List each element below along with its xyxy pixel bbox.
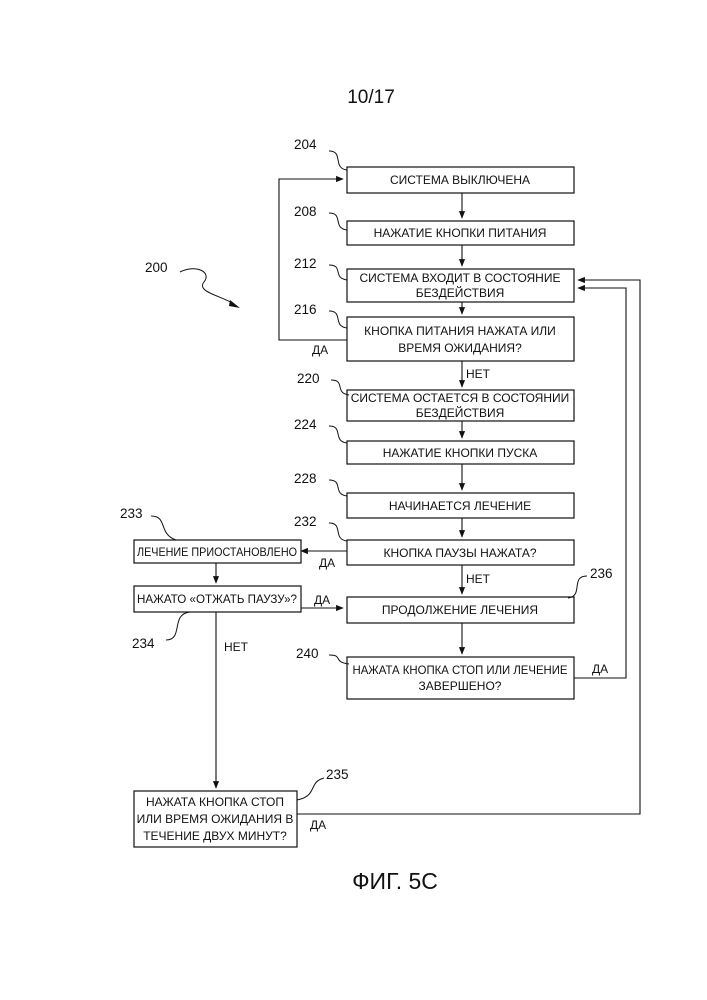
node-212-text-1: СИСТЕМА ВХОДИТ В СОСТОЯНИЕ [360,271,561,285]
node-236: ПРОДОЛЖЕНИЕ ЛЕЧЕНИЯ [347,597,574,623]
node-204: СИСТЕМА ВЫКЛЮЧЕНА [347,167,574,193]
leader-240 [329,655,349,664]
label-232-yes: ДА [319,556,335,570]
node-235-text-3: ТЕЧЕНИЕ ДВУХ МИНУТ? [143,829,287,843]
ref-235: 235 [326,767,349,782]
ref-236: 236 [590,566,613,581]
node-235-text-2: ИЛИ ВРЕМЯ ОЖИДАНИЯ В [137,812,294,826]
leader-232 [329,523,347,541]
node-240: НАЖАТА КНОПКА СТОП ИЛИ ЛЕЧЕНИЕ ЗАВЕРШЕНО… [347,657,574,699]
ref-208: 208 [294,204,317,219]
node-212-text-2: БЕЗДЕЙСТВИЯ [416,285,505,300]
node-233-text: ЛЕЧЕНИЕ ПРИОСТАНОВЛЕНО [137,545,297,559]
node-235-text-1: НАЖАТА КНОПКА СТОП [146,795,284,809]
leader-235 [297,778,324,800]
node-234: НАЖАТО «ОТЖАТЬ ПАУЗУ»? [134,586,301,612]
label-240-yes: ДА [592,662,608,676]
node-236-text: ПРОДОЛЖЕНИЕ ЛЕЧЕНИЯ [382,603,538,617]
node-220-text-1: СИСТЕМА ОСТАЕТСЯ В СОСТОЯНИИ [351,391,570,405]
ref-224: 224 [294,417,317,432]
leader-204 [329,151,347,170]
node-216-text-2: ВРЕМЯ ОЖИДАНИЯ? [398,341,522,355]
leader-212 [329,265,347,280]
label-235-yes: ДА [310,818,326,832]
node-216: КНОПКА ПИТАНИЯ НАЖАТА ИЛИ ВРЕМЯ ОЖИДАНИЯ… [347,317,574,361]
node-228: НАЧИНАЕТСЯ ЛЕЧЕНИЕ [347,493,574,518]
node-240-text-2: ЗАВЕРШЕНО? [419,679,502,693]
ref-232: 232 [294,514,317,529]
label-232-no: НЕТ [466,572,491,586]
node-220-text-2: БЕЗДЕЙСТВИЯ [416,405,505,420]
leader-216 [329,311,347,328]
ref-233: 233 [120,506,143,521]
node-233: ЛЕЧЕНИЕ ПРИОСТАНОВЛЕНО [134,540,301,563]
node-208-text: НАЖАТИЕ КНОПКИ ПИТАНИЯ [374,226,547,240]
page-number: 10/17 [347,87,395,108]
node-224: НАЖАТИЕ КНОПКИ ПУСКА [347,441,574,464]
node-235: НАЖАТА КНОПКА СТОП ИЛИ ВРЕМЯ ОЖИДАНИЯ В … [134,791,297,847]
node-240-text-1: НАЖАТА КНОПКА СТОП ИЛИ ЛЕЧЕНИЕ [353,663,568,677]
ref-228: 228 [294,471,317,486]
leader-236 [568,576,587,598]
label-216-no: НЕТ [466,367,491,381]
node-234-text: НАЖАТО «ОТЖАТЬ ПАУЗУ»? [137,592,297,606]
node-212: СИСТЕМА ВХОДИТ В СОСТОЯНИЕ БЕЗДЕЙСТВИЯ [347,269,574,302]
leader-233 [151,516,176,540]
ref-220: 220 [297,371,320,386]
ref-200: 200 [145,260,168,275]
node-208: НАЖАТИЕ КНОПКИ ПИТАНИЯ [347,221,574,245]
arrow-240-212 [574,288,626,678]
node-228-text: НАЧИНАЕТСЯ ЛЕЧЕНИЕ [389,499,531,513]
leader-220 [331,380,349,395]
ref-234: 234 [132,636,155,651]
leader-224 [329,426,347,443]
label-216-yes: ДА [312,343,328,357]
node-216-text-1: КНОПКА ПИТАНИЯ НАЖАТА ИЛИ [364,324,556,338]
figure-caption: ФИГ. 5С [352,868,438,894]
label-234-yes: ДА [314,593,330,607]
node-224-text: НАЖАТИЕ КНОПКИ ПУСКА [383,446,538,460]
leader-200 [180,269,234,304]
node-232: КНОПКА ПАУЗЫ НАЖАТА? [347,540,574,565]
leader-234 [166,612,190,640]
ref-240: 240 [296,646,319,661]
node-204-text: СИСТЕМА ВЫКЛЮЧЕНА [390,173,530,187]
ref-216: 216 [294,302,317,317]
ref-212: 212 [294,256,317,271]
leader-208 [329,213,347,230]
node-232-text: КНОПКА ПАУЗЫ НАЖАТА? [383,546,536,560]
leader-200-arrowhead [229,300,240,308]
node-220: СИСТЕМА ОСТАЕТСЯ В СОСТОЯНИИ БЕЗДЕЙСТВИЯ [347,390,574,421]
leader-228 [329,480,347,496]
label-234-no: НЕТ [224,640,249,654]
ref-204: 204 [294,137,317,152]
